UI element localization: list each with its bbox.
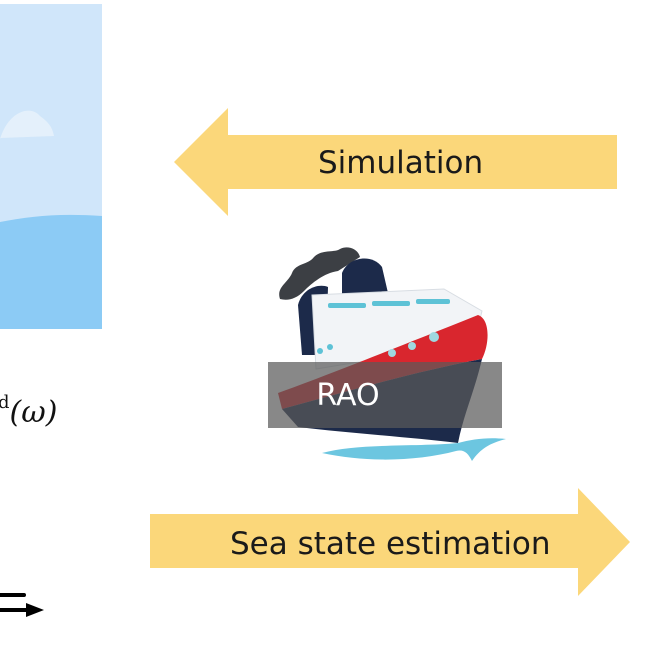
- porthole: [408, 342, 416, 350]
- window: [372, 301, 410, 306]
- rao-label-box: [268, 362, 502, 428]
- sea-state-estimation-label: Sea state estimation: [230, 526, 551, 562]
- sea: [0, 214, 102, 329]
- formula-argument: (ω): [9, 395, 58, 430]
- window: [328, 303, 366, 308]
- porthole: [327, 344, 333, 350]
- window: [416, 299, 450, 304]
- rao-label: RAO: [316, 378, 380, 413]
- spectrum-formula: d(ω): [0, 392, 57, 430]
- funnel-front: [342, 258, 388, 295]
- wave: [322, 438, 506, 461]
- porthole: [388, 349, 396, 357]
- simulation-arrow: [174, 108, 617, 216]
- porthole: [429, 332, 439, 342]
- ship-icon: [278, 247, 506, 461]
- formula-superscript: d: [0, 392, 10, 413]
- implies-arrow-icon: [0, 590, 50, 624]
- smoke: [279, 247, 360, 300]
- sky-sea-illustration: [0, 4, 102, 329]
- porthole: [317, 348, 323, 354]
- cloud-icon: [0, 110, 54, 139]
- sea-state-estimation-arrow: [150, 488, 630, 596]
- simulation-label: Simulation: [318, 145, 484, 181]
